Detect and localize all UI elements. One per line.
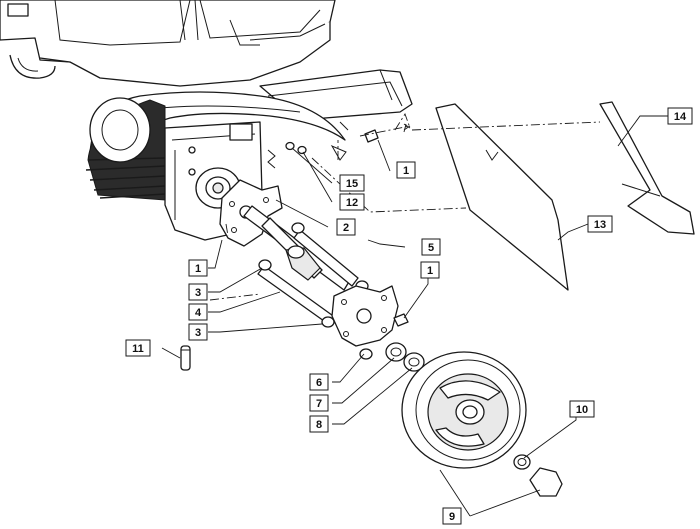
svg-text:2: 2 bbox=[343, 222, 349, 234]
svg-text:8: 8 bbox=[316, 419, 322, 431]
wheel-part bbox=[401, 351, 563, 497]
callout-8: 8 bbox=[309, 415, 329, 433]
callout-3-upper: 3 bbox=[188, 283, 208, 301]
svg-text:9: 9 bbox=[449, 511, 455, 523]
svg-text:1: 1 bbox=[403, 165, 409, 177]
axle-bracket-assembly bbox=[219, 179, 425, 372]
deflector-plate bbox=[435, 103, 569, 291]
svg-text:3: 3 bbox=[195, 287, 201, 299]
callout-15: 15 bbox=[339, 174, 365, 192]
callout-9: 9 bbox=[442, 507, 462, 525]
callout-11: 11 bbox=[125, 339, 151, 357]
svg-text:6: 6 bbox=[316, 377, 322, 389]
machine-body bbox=[0, 0, 336, 87]
callout-10: 10 bbox=[569, 400, 595, 418]
callout-12: 12 bbox=[339, 193, 365, 211]
callout-5: 5 bbox=[421, 238, 441, 256]
callout-2: 2 bbox=[336, 218, 356, 236]
svg-text:7: 7 bbox=[316, 398, 322, 410]
callout-4: 4 bbox=[188, 303, 208, 321]
svg-text:11: 11 bbox=[132, 343, 144, 355]
svg-text:5: 5 bbox=[428, 242, 434, 254]
svg-text:1: 1 bbox=[427, 265, 433, 277]
svg-text:4: 4 bbox=[195, 307, 202, 319]
fasteners-top bbox=[285, 121, 379, 161]
svg-text:15: 15 bbox=[346, 178, 358, 190]
callout-14: 14 bbox=[667, 107, 693, 125]
callout-13: 13 bbox=[587, 215, 613, 233]
callout-7: 7 bbox=[309, 394, 329, 412]
callout-1-right: 1 bbox=[420, 261, 440, 279]
svg-text:3: 3 bbox=[195, 327, 201, 339]
svg-text:10: 10 bbox=[576, 404, 588, 416]
svg-text:13: 13 bbox=[594, 219, 606, 231]
svg-text:1: 1 bbox=[195, 263, 201, 275]
pin-part bbox=[180, 345, 191, 371]
callout-1-left: 1 bbox=[188, 259, 208, 277]
callout-6: 6 bbox=[309, 373, 329, 391]
tine-housing bbox=[85, 91, 346, 241]
centerlines bbox=[209, 112, 601, 301]
svg-text:12: 12 bbox=[346, 197, 358, 209]
callout-3-lower: 3 bbox=[188, 323, 208, 341]
blade-part bbox=[599, 101, 695, 235]
callout-1-top: 1 bbox=[396, 161, 416, 179]
svg-text:14: 14 bbox=[674, 111, 687, 123]
